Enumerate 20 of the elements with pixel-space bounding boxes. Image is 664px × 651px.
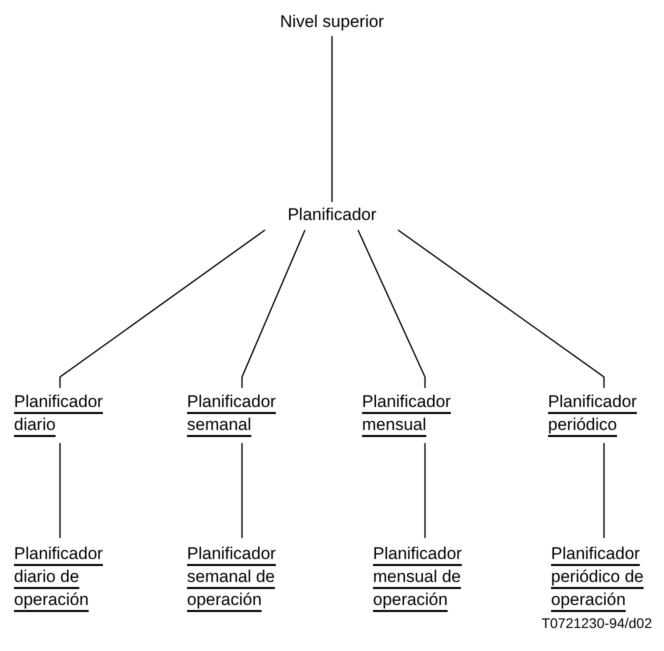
node-label: Planificador diario <box>14 392 103 434</box>
connector-line <box>59 229 266 388</box>
node-label: Planificador periódico <box>548 392 637 434</box>
connector-line <box>424 443 426 538</box>
connector-line <box>603 443 605 538</box>
node-label: Planificador <box>288 205 376 224</box>
node-label: Planificador semanal <box>187 392 276 434</box>
node-label: Planificador diario de operación <box>14 544 103 609</box>
connector-line <box>357 230 426 388</box>
connector-line <box>241 443 243 538</box>
node-label: Planificador semanal de operación <box>187 544 276 609</box>
node-label: Planificador periódico de operación <box>551 544 644 609</box>
figure-code: T0721230-94/d02 <box>541 615 652 631</box>
connector-line <box>59 443 61 538</box>
connector-line <box>331 36 333 202</box>
connector-line <box>241 230 306 388</box>
node-label: Nivel superior <box>280 12 384 31</box>
node-label: Planificador mensual <box>362 392 451 434</box>
connector-line <box>398 229 605 388</box>
node-label: Planificador mensual de operación <box>373 544 462 609</box>
